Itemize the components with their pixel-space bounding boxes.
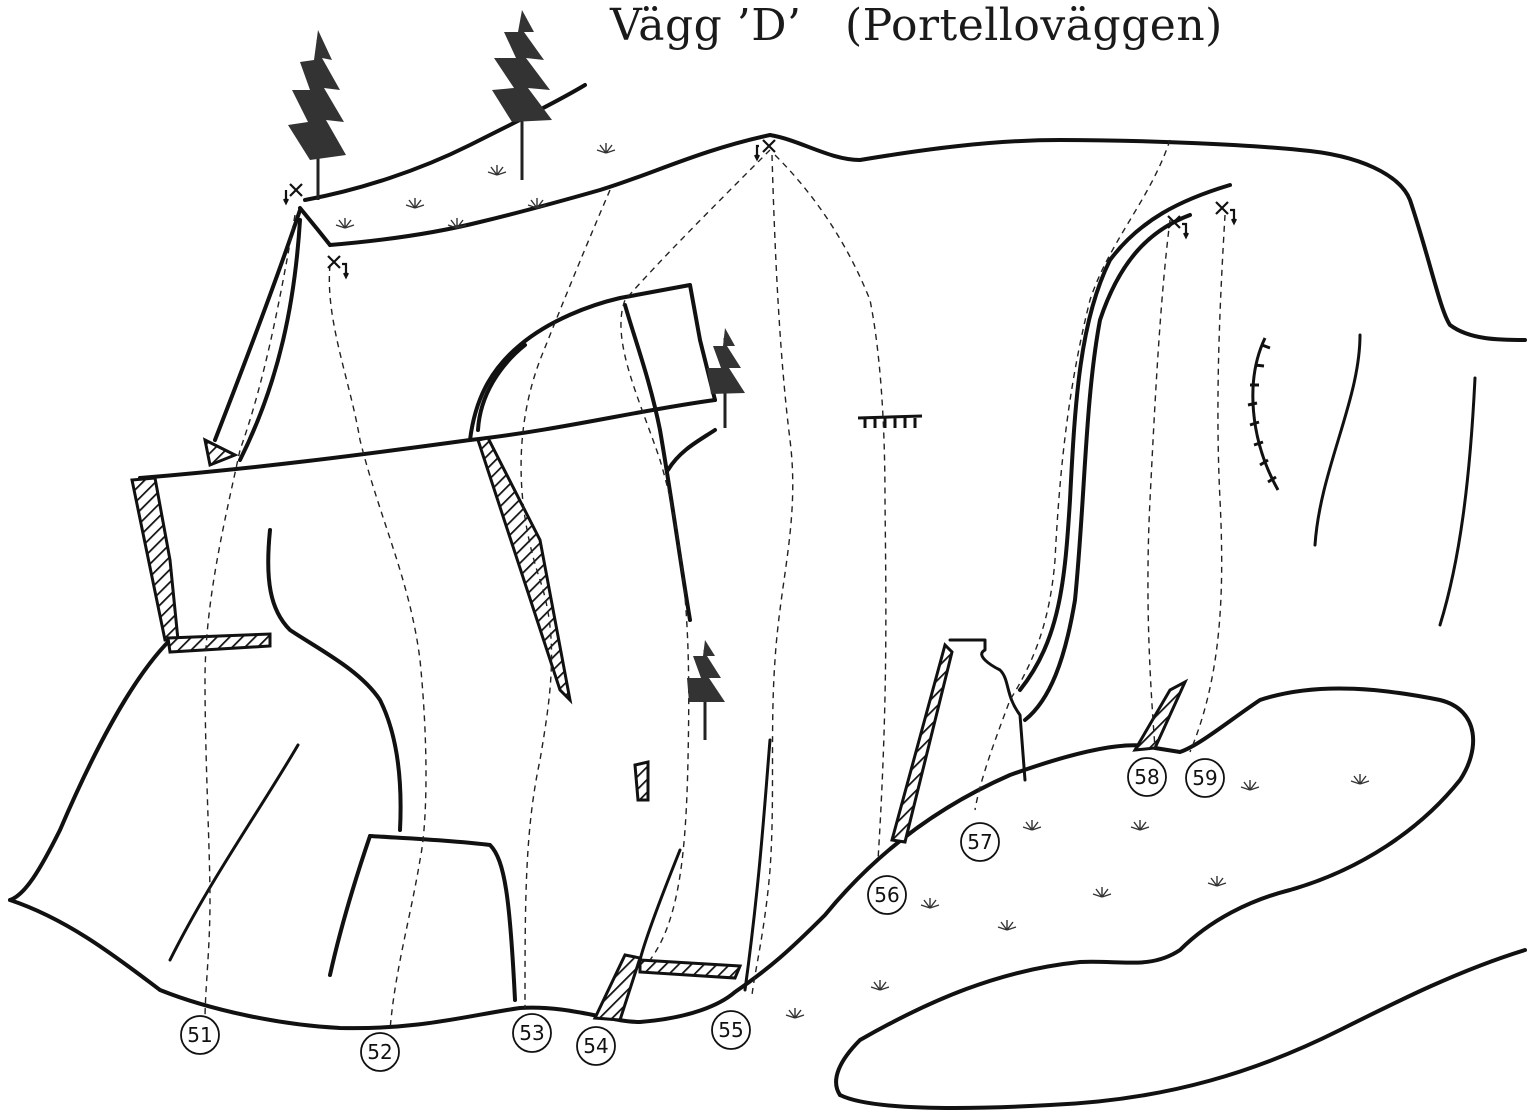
- route-line-54: [621, 150, 770, 960]
- route-number-52: 52: [367, 1040, 392, 1064]
- route-badge-57[interactable]: 57: [961, 823, 999, 861]
- pine-tree-icons: [288, 10, 745, 740]
- grass-tuft-icon: [786, 1008, 804, 1018]
- route-number-59: 59: [1192, 766, 1217, 790]
- grass-tuft-icon: [336, 218, 354, 228]
- route-number-55: 55: [718, 1018, 743, 1042]
- grass-tuft-icon: [1131, 820, 1149, 830]
- pine-tree-icon: [707, 328, 745, 428]
- pine-tree-icon: [288, 30, 346, 200]
- lower-off-anchor-icon: [284, 184, 302, 203]
- route-line-59: [1190, 215, 1225, 752]
- route-lines: [205, 140, 1225, 1030]
- pine-tree-icon: [687, 640, 725, 740]
- grass-tuft-icon: [597, 143, 615, 153]
- route-badge-52[interactable]: 52: [361, 1033, 399, 1071]
- grass-tuft-icon: [448, 218, 466, 228]
- pine-tree-icon: [492, 10, 552, 180]
- route-badge-59[interactable]: 59: [1186, 759, 1224, 797]
- grass-tuft-icon: [1241, 780, 1259, 790]
- grass-tuft-icon: [488, 165, 506, 175]
- grass-tuft-icon: [921, 898, 939, 908]
- route-badge-54[interactable]: 54: [577, 1027, 615, 1065]
- grass-tuft-icon: [528, 198, 546, 208]
- route-badges: 51 52 53 54 55 56 57 58 59: [181, 758, 1224, 1071]
- grass-tuft-icon: [1208, 876, 1226, 886]
- route-number-57: 57: [967, 830, 992, 854]
- route-badge-51[interactable]: 51: [181, 1016, 219, 1054]
- grass-tuft-icon: [998, 920, 1016, 930]
- route-number-58: 58: [1134, 765, 1159, 789]
- route-badge-53[interactable]: 53: [513, 1014, 551, 1052]
- route-number-54: 54: [583, 1034, 608, 1058]
- lower-off-anchor-icon: [328, 256, 348, 277]
- grass-tuft-icon: [871, 980, 889, 990]
- route-line-58: [1148, 220, 1170, 748]
- lower-off-anchor-icon: [1216, 202, 1236, 223]
- route-number-53: 53: [519, 1021, 544, 1045]
- route-badge-55[interactable]: 55: [712, 1011, 750, 1049]
- grass-tuft-icon: [406, 198, 424, 208]
- route-number-51: 51: [187, 1023, 212, 1047]
- route-badge-56[interactable]: 56: [868, 876, 906, 914]
- grass-tuft-icon: [1023, 820, 1041, 830]
- route-badge-58[interactable]: 58: [1128, 758, 1166, 796]
- lower-off-anchor-icon: [1168, 216, 1188, 237]
- route-number-56: 56: [874, 883, 899, 907]
- grass-tuft-icon: [1351, 774, 1369, 784]
- grass-tuft-icon: [1093, 887, 1111, 897]
- cliff-outline: [10, 85, 1525, 1108]
